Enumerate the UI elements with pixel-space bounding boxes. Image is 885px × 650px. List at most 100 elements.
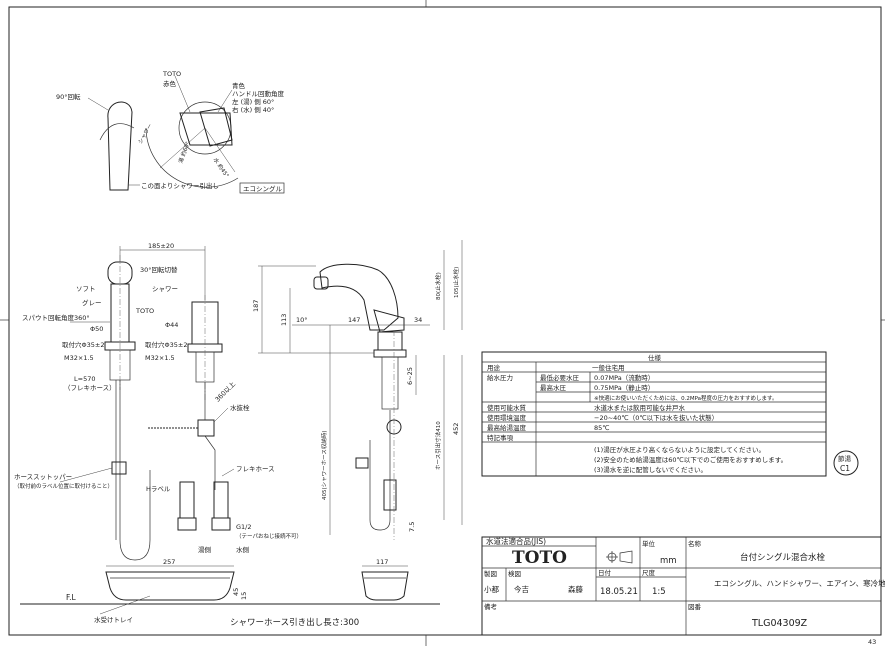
spec-value-5: −20~40℃（0℃以下は水を抜いた状態） [594, 413, 718, 422]
dim-257: 257 [163, 558, 175, 566]
check-name: 今吉 [514, 584, 529, 594]
spec-table: 仕様 用途 一般住宅用 給水圧力 最低必要水圧 0.07MPa（流動時） 最高水… [481, 351, 827, 477]
spec-title: 仕様 [648, 353, 662, 362]
stamp-line2: C1 [840, 464, 850, 473]
flex-hose-label: フレキホース [236, 465, 275, 473]
jis-label: 水道法適合品(JIS) [486, 536, 546, 546]
front-shower-label: シャワー [152, 285, 178, 293]
dia50-label: Φ50 [90, 325, 103, 333]
thread-right-label: M32×1.5 [145, 354, 175, 362]
leader-brand [174, 75, 191, 113]
spec-sub-2: 最高水圧 [540, 383, 567, 392]
switch-label: 30°回転切替 [140, 265, 178, 274]
spec-item-6: 最高給湯温度 [487, 423, 527, 432]
spec-item-5: 使用環境温度 [487, 413, 527, 422]
hot-angle-label: 湯 約60° [176, 140, 191, 164]
handle-angle-right: 右 (水) 側 40° [232, 105, 274, 114]
drain-valve [197, 419, 215, 437]
spec-value-3: ※快適にお使いいただくためには、0.2MPa程度の圧力をおすすめします。 [594, 394, 778, 402]
cold-fitting [211, 517, 231, 531]
tray-side [361, 571, 409, 601]
leader-tray [99, 595, 151, 615]
handle-grip [199, 107, 233, 147]
side-flange [373, 349, 407, 358]
side-supply [383, 479, 397, 511]
handle-angle-label: ハンドル回動角度 [232, 89, 285, 98]
made-label: 製図 [484, 569, 497, 578]
spec-item-7: 特記事項 [487, 433, 514, 442]
spec-item-4: 使用可能水質 [487, 403, 527, 412]
g-note: （テーパおねじ接続不可） [236, 532, 302, 540]
name-value: 台付シングル混合水栓 [740, 552, 826, 563]
dwg-label: 図番 [688, 603, 702, 611]
leader-rotation [87, 97, 109, 111]
front-brand-label: TOTO [135, 307, 154, 315]
dia44-label: Φ44 [165, 321, 178, 329]
bottom-views: 257 F.L 45 15 水受けトレイ シャワーホース引き出し長さ:300 1… [20, 558, 440, 628]
top-view: 90°回転 TOTO 赤色 青色 ハンドル回動角度 左 (湯) 側 60° 右 … [56, 70, 285, 194]
pullout-note: この面よりシャワー引出し [141, 181, 219, 190]
lever-side [373, 309, 405, 333]
spec-value-1: 0.07MPa（流動時） [594, 373, 654, 382]
spec-value-7: (1)湯圧が水圧より高くならないように設定してください。 [594, 445, 765, 454]
dim-360-label: 360以上 [213, 379, 238, 404]
dim-187: 187 [252, 300, 260, 312]
gray-label: グレー [82, 298, 102, 307]
desc-text: エコシングル、ハンドシャワー、エアイン、寒冷地用 [714, 578, 885, 588]
valve-label: 水抜栓 [230, 403, 250, 412]
spec-value-6: 85℃ [594, 424, 610, 432]
cold-angle-label: 水 約45° [212, 156, 232, 179]
stamp-circle [833, 450, 859, 476]
shower-hose-loop [119, 380, 151, 561]
red-label: 赤色 [163, 79, 177, 88]
dim-15: 15 [240, 592, 248, 600]
fl-label: F.L [66, 593, 76, 602]
h-label: Hラベル [146, 485, 171, 493]
hot-side-label: 湯側 [198, 545, 212, 554]
spec-value-2: 0.75MPa（静止時） [594, 383, 654, 392]
spec-value-0: 一般住宅用 [592, 363, 625, 372]
check-label: 検図 [508, 569, 521, 578]
spec-table-frame [481, 351, 827, 477]
dim-113: 113 [280, 314, 288, 326]
g-label: G1/2 [236, 523, 252, 531]
soft-label: ソフト [76, 285, 96, 293]
dim-117: 117 [376, 558, 388, 566]
dim-105: 105(止水栓) [452, 267, 460, 298]
dim-7-5: 7.5 [408, 522, 416, 532]
unit-value: mm [660, 556, 677, 566]
stamp-line1: 節湯 [838, 454, 852, 463]
unit-label: 単位 [642, 539, 656, 548]
scale-value: 1:5 [652, 587, 666, 597]
side-view: 187 113 10° 147 34 80(止水栓) 105(止水栓) 6~25… [252, 240, 463, 540]
page-number: 43 [868, 638, 876, 646]
shower-angle-label: シャワー [137, 123, 154, 146]
projection-cone [619, 550, 633, 564]
hot-supply-hose [179, 481, 195, 519]
note-label: 備考 [484, 602, 498, 611]
dim-6-25: 6~25 [406, 367, 414, 385]
dim-185: 185±20 [148, 242, 174, 250]
blue-label: 青色 [232, 81, 246, 90]
thread-left-label: M32×1.5 [64, 354, 94, 362]
spec-value-9: (3)湯水を逆に配管しないでください。 [594, 465, 707, 474]
flex-hose-paren-label: （フレキホース） [64, 384, 116, 392]
stopper-label: ホーススットッパー [14, 473, 72, 481]
cold-supply-hose [213, 481, 229, 519]
leader-valve [213, 407, 229, 423]
dim-10deg: 10° [296, 316, 308, 324]
hot-fitting [177, 517, 197, 531]
cold-angle-line [204, 127, 236, 173]
leader-flex-hose [221, 468, 235, 477]
dim-410: ホース引出寸法410 [434, 421, 442, 470]
side-stopper [355, 457, 369, 469]
stopper-note: （取付前のラベル位置に取付けること） [14, 482, 113, 490]
handle-range-arc [145, 127, 239, 188]
front-view: 185±20 30°回転切替 ソフト シャワー グレー TOTO スパウト回転角… [14, 242, 302, 561]
title-block: 水道法適合品(JIS) TOTO 単位 mm 名称 台付シングル混合水栓 製図 … [481, 536, 885, 636]
spray-head-face [313, 276, 329, 290]
dwg-value: TLG04309Z [751, 618, 808, 629]
spec-item-0: 用途 [487, 363, 501, 372]
date-label: 日付 [598, 568, 612, 577]
